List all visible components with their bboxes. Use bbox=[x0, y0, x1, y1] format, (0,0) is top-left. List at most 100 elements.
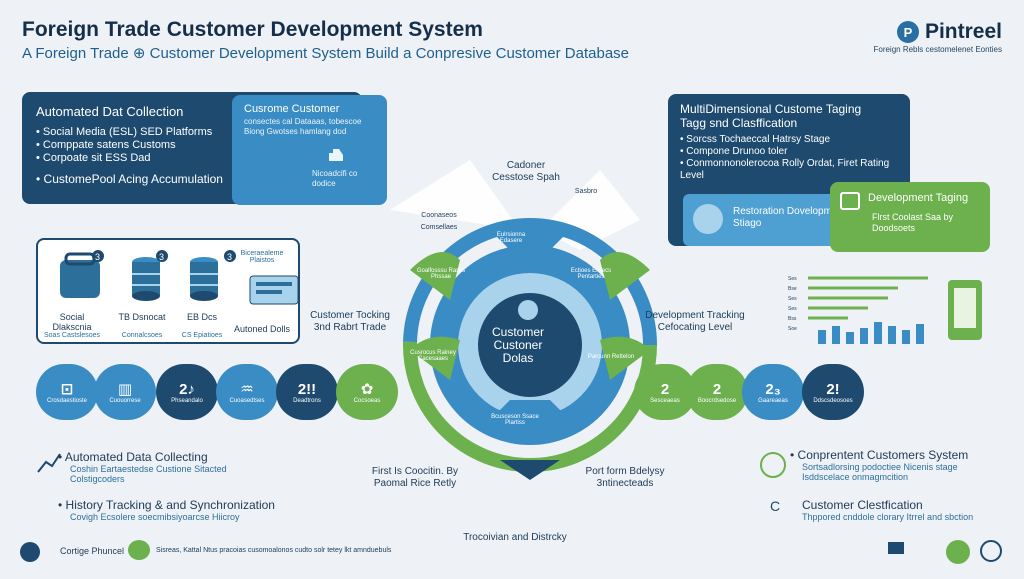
bottom-right-item: Customer Clestfication Thppored cnddole … bbox=[790, 498, 1000, 522]
dev-tagging-panel: Development Taging Flrst Coolast Saa by … bbox=[830, 182, 990, 252]
wheel-segment: Parcunn Rettelon bbox=[587, 354, 635, 360]
bottom-item-sub: Covigh Ecsolere soecmibsiyoarcse Hiicroy bbox=[70, 512, 240, 522]
wheel-segment: Cusrocus Rainey Cacesaaes bbox=[410, 350, 456, 362]
bottom-center-label: Trocoivian and Distrcky bbox=[463, 532, 567, 543]
footer-badge-icon bbox=[888, 542, 904, 554]
wheel-segment: Bcusceson Ssace Plartiss bbox=[491, 414, 539, 426]
collection-bullet: Comppate satens Customs bbox=[36, 139, 212, 152]
brand[interactable]: P Pintreel bbox=[896, 20, 1002, 44]
collection-bullets: Social Media (ESL) SED Platforms Comppat… bbox=[36, 126, 212, 165]
source-label: TB Dsnocat bbox=[118, 312, 166, 322]
svg-text:3: 3 bbox=[159, 252, 164, 262]
restoration-text: Restoration Dovelopmanf Stiago bbox=[733, 206, 846, 229]
automation-screen-icon bbox=[249, 275, 299, 305]
mini-chart-rows: Ses Bse Ses Ses Bss Soe bbox=[788, 276, 797, 332]
tagging-bullet: Sorcss Tochaeccal Hatrsy Stage bbox=[680, 134, 900, 146]
bottom-center-label: First Is Coocitin. By Paomal Rice Retly bbox=[371, 466, 459, 489]
hub-left-label: Customer Tocking 3nd Rabrt Trade bbox=[310, 310, 390, 333]
strip-pill[interactable]: ♒Cuoasedtses bbox=[216, 364, 278, 420]
center-icon bbox=[518, 300, 538, 320]
wheel-segment: Goalfosssu Rasss Phssae bbox=[416, 268, 466, 280]
top-left-bubble bbox=[390, 160, 520, 230]
tagging-bullet: Compone Drunoo toler bbox=[680, 146, 900, 158]
source-label: EB Dcs bbox=[186, 312, 217, 322]
top-left-node-label: Coonaseos Comsellaes bbox=[420, 212, 458, 231]
callout-side: Nicoadcifi co dodice bbox=[312, 169, 358, 188]
data-sources-icons: 3 3 3 bbox=[60, 250, 299, 305]
bottom-item-sub: Thppored cnddole clorary Itrrel and sbct… bbox=[802, 512, 974, 522]
wheel-petals-blue bbox=[490, 220, 570, 435]
callout-heading: Cusrome Customer bbox=[244, 103, 340, 115]
source-sub: Soas Castslesoes bbox=[43, 332, 101, 339]
collection-heading: Automated Dat Collection bbox=[36, 104, 184, 119]
hand-icon bbox=[327, 147, 345, 163]
svg-text:3: 3 bbox=[95, 252, 100, 262]
source-label: Autoned Dolls bbox=[233, 324, 291, 334]
footer-globe-icon bbox=[20, 542, 40, 562]
bottom-item-sub: Sortsadlorsing podoctiee Nicenis stage I… bbox=[802, 462, 958, 482]
strip-pill[interactable]: 2!Ddscsdeosoes bbox=[802, 364, 864, 420]
tag-icon bbox=[840, 192, 860, 210]
bottom-item-title: • Automated Data Collecting bbox=[58, 450, 208, 464]
collection-pool: • CustomePool Acing Accumulation bbox=[36, 172, 223, 186]
tagging-bullet: Conmonnonolerocoa Rolly Ordat, Firet Rat… bbox=[680, 158, 900, 182]
database-icon: 3 bbox=[132, 250, 168, 301]
collection-bullet: Corpoate sit ESS Dad bbox=[36, 152, 212, 165]
svg-text:3: 3 bbox=[227, 252, 232, 262]
page-subtitle: A Foreign Trade ⊕ Customer Development S… bbox=[22, 45, 630, 62]
customer-callout: Cusrome Customer consectes cal Dataaas, … bbox=[232, 95, 387, 205]
footer-brand: Cortige Phuncel bbox=[60, 546, 125, 556]
refresh-icon: C bbox=[770, 498, 781, 514]
wheel-center bbox=[478, 293, 582, 397]
footer-chat-icon bbox=[128, 540, 150, 560]
wheel-center-label: Customer Custoner Dolas bbox=[491, 325, 544, 365]
wheel-petals bbox=[410, 252, 650, 380]
strip-pill[interactable]: ✿Cocsoeas bbox=[336, 364, 398, 420]
mini-chart-bars bbox=[818, 322, 924, 344]
brand-name: Pintreel bbox=[924, 20, 1002, 43]
mini-chart-lines bbox=[808, 276, 928, 320]
strip-pill[interactable]: 2!!Deadtrons bbox=[276, 364, 338, 420]
footer-check-icon[interactable] bbox=[946, 540, 970, 564]
pill-strip: ⊡Crosdaestioste ▥Cuouorrese 2♪Phseandalo… bbox=[36, 358, 988, 426]
footer-text: Sisreas, Kattal Ntus pracoias cusomoalon… bbox=[156, 547, 392, 554]
top-node-label: Cadoner Cesstose Spah bbox=[492, 160, 560, 183]
wheel-pointer bbox=[500, 460, 560, 480]
dev-tagging-body: Flrst Coolast Saa by Doodsoets bbox=[872, 212, 954, 233]
collection-bullet: Social Media (ESL) SED Platforms bbox=[36, 126, 212, 139]
wheel-segment: Ectioes Elisecs Pentarties bbox=[570, 268, 612, 280]
strip-pill[interactable]: 2♪Phseandalo bbox=[156, 364, 218, 420]
bottom-item-title: Customer Clestfication bbox=[802, 498, 923, 512]
bottom-item-title: • Conprentent Customers System bbox=[790, 448, 969, 462]
bottom-item-sub: Coshin Eartaestedse Custione Sitacted Co… bbox=[70, 464, 227, 484]
footer-shield-icon[interactable] bbox=[980, 540, 1002, 562]
target-icon bbox=[760, 452, 786, 478]
source-sub: Biceraealeme Plaistos bbox=[240, 250, 284, 264]
dev-tagging-heading: Development Taging bbox=[868, 192, 969, 204]
source-sub: Connalcsoes bbox=[121, 332, 163, 339]
tagging-heading: MultiDimensional Custome Taging Tagg snd… bbox=[680, 102, 862, 130]
bottom-right-item: • Conprentent Customers System Sortsadlo… bbox=[790, 448, 1000, 482]
brand-logo-icon: P bbox=[896, 21, 919, 43]
brand-tagline: Foreign Rebls cestomelenet Eonties bbox=[873, 45, 1002, 54]
wheel-segment: Eulrsionna Edasere bbox=[496, 232, 526, 244]
ship-icon bbox=[693, 204, 723, 234]
top-right-node-label: Sasbro bbox=[574, 188, 598, 195]
source-label: Social Dlakscnia bbox=[52, 312, 92, 332]
bottom-left-item: • Automated Data Collecting Coshin Earta… bbox=[58, 450, 318, 484]
strip-pill[interactable]: ⊡Crosdaestioste bbox=[36, 364, 98, 420]
trend-icon bbox=[36, 452, 62, 474]
data-sources-box: 3 3 3 Social Dlakscnia Soas Castslesoes … bbox=[36, 238, 300, 344]
tagging-bullets: Sorcss Tochaeccal Hatrsy Stage Compone D… bbox=[680, 134, 900, 182]
storage-icon: 3 bbox=[60, 250, 104, 298]
bottom-center-label: Port form Bdelysy 3ntinecteads bbox=[585, 466, 665, 489]
tracking-mini-chart bbox=[808, 276, 982, 344]
customer-wheel bbox=[390, 160, 657, 480]
callout-body: consectes cal Dataaas, tobescoe Biong Gw… bbox=[244, 117, 362, 136]
strip-pill[interactable]: ▥Cuouorrese bbox=[94, 364, 156, 420]
bottom-item-title: • History Tracking & and Synchronization bbox=[58, 498, 275, 512]
database-icon: 3 bbox=[190, 250, 236, 301]
